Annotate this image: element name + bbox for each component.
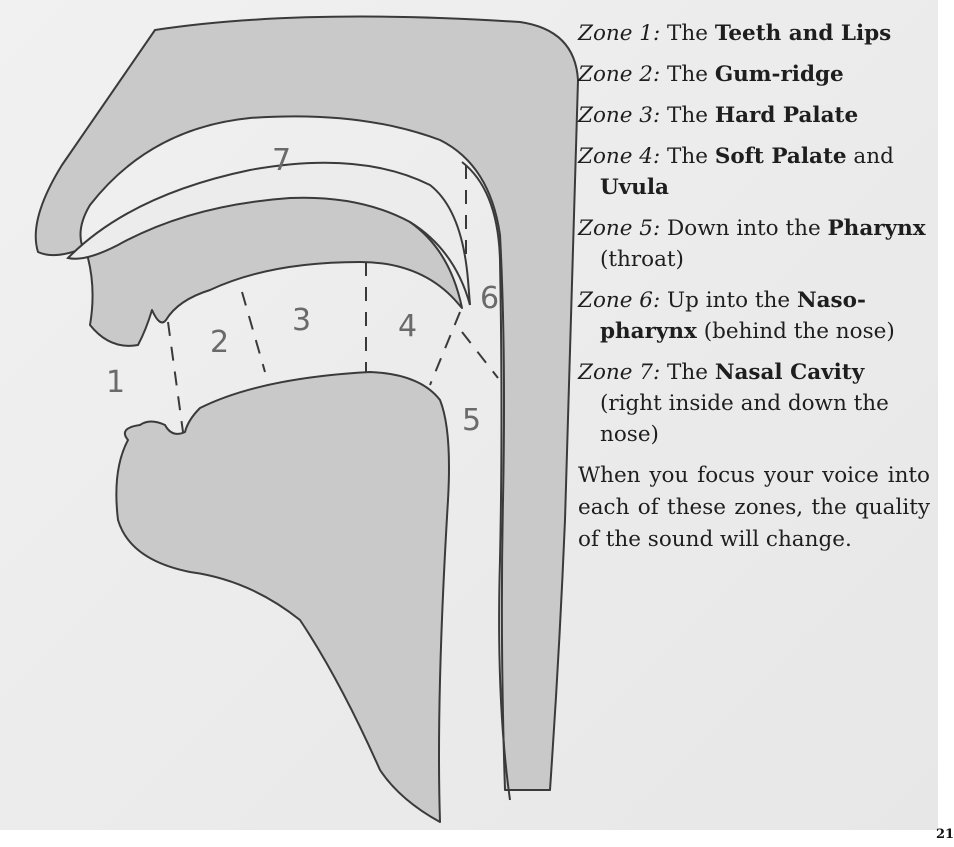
zone-term: Nasal Cavity — [715, 360, 864, 385]
page-number: 21 — [936, 827, 954, 842]
zone-entry-5: Zone 5: Down into the Pharynx (throat) — [578, 213, 930, 275]
zone-text: Up into the — [660, 288, 797, 313]
footnote-text: When you focus your voice into each of t… — [578, 460, 930, 556]
zone-label: Zone 2: — [578, 62, 660, 87]
zone-label: Zone 6: — [578, 288, 660, 313]
zone-entry-2: Zone 2: The Gum-ridge — [578, 59, 930, 90]
zone-term: Soft Palate — [715, 144, 847, 169]
zone-label: Zone 1: — [578, 21, 660, 46]
zone-text: The — [660, 62, 715, 87]
zone-term: Pharynx — [828, 216, 926, 241]
divider-zone-4-5 — [430, 312, 460, 385]
zone-text: and — [847, 144, 894, 169]
zone-text: The — [660, 21, 715, 46]
zone-label: Zone 4: — [578, 144, 660, 169]
zone-text: (right inside and down the nose) — [600, 391, 889, 447]
zone-label: Zone 3: — [578, 103, 660, 128]
zone-entry-7: Zone 7: The Nasal Cavity (right inside a… — [578, 357, 930, 450]
zone-term: Gum-ridge — [715, 62, 844, 87]
zone-label: Zone 5: — [578, 216, 660, 241]
lower-jaw-shape — [116, 372, 449, 822]
zone-entry-4: Zone 4: The Soft Palate and Uvula — [578, 141, 930, 203]
zone-text: The — [660, 144, 715, 169]
zone-number-7: 7 — [272, 143, 291, 178]
zone-number-4: 4 — [398, 309, 417, 344]
zone-term: Teeth and Lips — [715, 21, 891, 46]
zone-text: Down into the — [660, 216, 827, 241]
vocal-tract-diagram: 1 2 3 4 5 6 7 — [0, 0, 580, 830]
divider-zone-2-3 — [242, 292, 265, 372]
zone-number-1: 1 — [106, 365, 125, 400]
zone-entry-6: Zone 6: Up into the Naso-pharynx (behind… — [578, 285, 930, 347]
zone-number-5: 5 — [462, 403, 481, 438]
zone-text: (throat) — [600, 247, 684, 272]
zone-text: The — [660, 103, 715, 128]
zone-number-3: 3 — [292, 303, 311, 338]
zone-entry-3: Zone 3: The Hard Palate — [578, 100, 930, 131]
zone-number-2: 2 — [210, 325, 229, 360]
zone-term: Hard Palate — [715, 103, 858, 128]
zone-entry-1: Zone 1: The Teeth and Lips — [578, 18, 930, 49]
zone-label: Zone 7: — [578, 360, 660, 385]
zone-text: (behind the nose) — [697, 319, 895, 344]
zone-term: Uvula — [600, 175, 669, 200]
zone-text: The — [660, 360, 715, 385]
divider-zone-1-2 — [168, 322, 183, 432]
divider-zone-5-6 — [462, 332, 498, 378]
zone-number-6: 6 — [480, 281, 499, 316]
